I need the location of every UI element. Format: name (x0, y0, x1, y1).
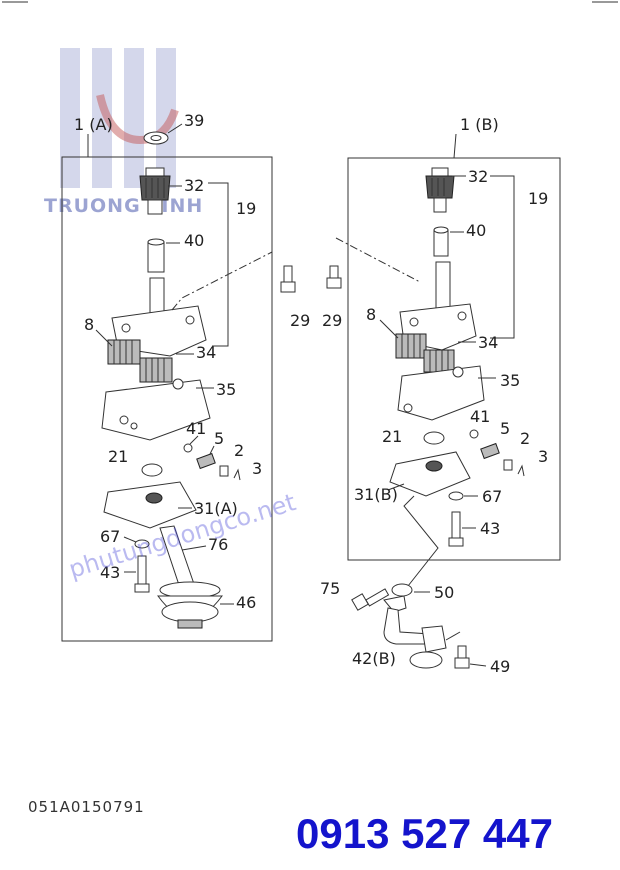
label-29-right: 29 (322, 311, 342, 330)
label-a2: 2 (234, 441, 244, 460)
bolt-49 (454, 645, 470, 669)
gasket-21-a (141, 463, 163, 477)
label-b43: 43 (480, 519, 500, 538)
ball-41-b (469, 429, 479, 439)
label-a3: 3 (252, 459, 262, 478)
label-a76: 76 (208, 535, 228, 554)
gear-8-a (107, 339, 141, 365)
label-b19: 19 (528, 189, 548, 208)
label-b67: 67 (482, 487, 502, 506)
drawing-code: 051A0150791 (28, 798, 145, 816)
label-b8: 8 (366, 305, 376, 324)
pump-body-35-b (397, 365, 485, 421)
label-42b: 42(B) (352, 649, 396, 668)
bushing-40-b (433, 229, 449, 257)
pump-body-35-a (101, 379, 211, 441)
oring-50 (391, 583, 413, 597)
bolt-43-b (451, 511, 461, 539)
label-a31: 31(A) (194, 499, 238, 518)
bushing-40-a (147, 241, 165, 273)
oil-strainer-46 (157, 581, 223, 629)
spring-5-a (196, 452, 216, 470)
label-b35: 35 (500, 371, 520, 390)
assembly-b-title: 1 (B) (460, 115, 499, 134)
assembly-a-title: 1 (A) (74, 115, 113, 134)
label-a34: 34 (196, 343, 216, 362)
gear-8-b (395, 333, 427, 359)
pin-3-a (233, 468, 241, 481)
label-a41: 41 (186, 419, 206, 438)
label-49: 49 (490, 657, 510, 676)
label-a21: 21 (108, 447, 128, 466)
label-b32: 32 (468, 167, 488, 186)
label-50: 50 (434, 583, 454, 602)
logo-text: TRUONG LINH (44, 195, 203, 217)
label-75: 75 (320, 579, 340, 598)
label-39: 39 (184, 111, 204, 130)
label-b31: 31(B) (354, 485, 398, 504)
washer-67-a (134, 539, 150, 549)
pump-cover-31a (103, 481, 197, 529)
pump-cover-31b (389, 451, 471, 497)
plug-2-b (503, 459, 513, 471)
label-a8: 8 (84, 315, 94, 334)
label-29-left: 29 (290, 311, 310, 330)
phone-number: 0913 527 447 (296, 810, 553, 857)
spring-5-b (480, 442, 500, 460)
ball-41-a (183, 443, 193, 453)
drive-gear-32-b (425, 167, 455, 213)
label-b34: 34 (478, 333, 498, 352)
label-b3: 3 (538, 447, 548, 466)
label-a19: 19 (236, 199, 256, 218)
label-b5: 5 (500, 419, 510, 438)
label-a67: 67 (100, 527, 120, 546)
label-a32: 32 (184, 176, 204, 195)
label-a35: 35 (216, 380, 236, 399)
gasket-21-b (423, 431, 445, 445)
label-b41: 41 (470, 407, 490, 426)
label-a43: 43 (100, 563, 120, 582)
pin-3-b (517, 464, 525, 477)
label-b21: 21 (382, 427, 402, 446)
bolt-29-left (280, 265, 296, 293)
label-b2: 2 (520, 429, 530, 448)
label-a46: 46 (236, 593, 256, 612)
assembly-a-frame (61, 156, 273, 642)
gear-34-a (139, 357, 173, 383)
bolt-75 (351, 588, 390, 611)
bolt-29-right (326, 265, 342, 289)
drive-gear-32-a (139, 167, 171, 215)
brand-logo: TRUONG LINH (44, 48, 203, 217)
washer-67-b (448, 491, 464, 501)
label-b40: 40 (466, 221, 486, 240)
label-a5: 5 (214, 429, 224, 448)
label-a40: 40 (184, 231, 204, 250)
plug-2-a (219, 465, 229, 477)
suction-pipe-42b (383, 595, 447, 669)
gear-34-b (423, 349, 455, 373)
